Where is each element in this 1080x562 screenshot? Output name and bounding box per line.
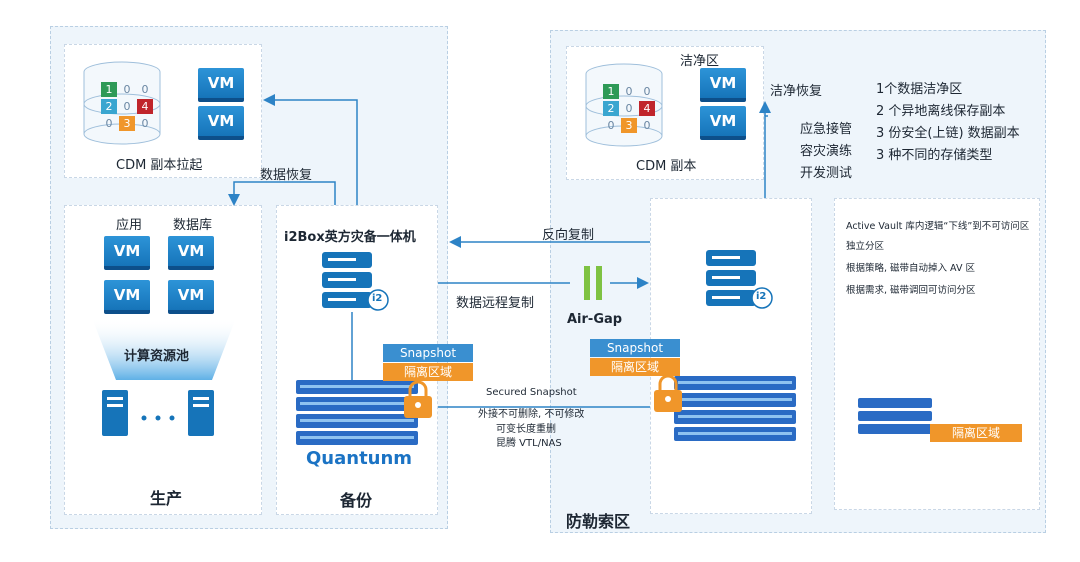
isolation-tag-backup: 隔离区域 bbox=[383, 363, 473, 381]
snapshot-tag-ransomware: Snapshot bbox=[590, 339, 680, 357]
airgap-label: Air-Gap bbox=[567, 312, 623, 327]
i2box-server-icon-right bbox=[706, 250, 773, 309]
arrow-clean-restore bbox=[764, 115, 768, 198]
airgap-left-plate bbox=[584, 266, 590, 300]
i2box-server-icon bbox=[322, 252, 389, 311]
production-title: 生产 bbox=[150, 489, 183, 508]
data-restore-label: 数据恢复 bbox=[260, 168, 313, 183]
cdm-cell: 0 bbox=[607, 119, 615, 132]
backup-title: 备份 bbox=[340, 491, 373, 510]
vm-icon: VM bbox=[104, 236, 150, 270]
compute-funnel bbox=[92, 318, 236, 380]
use-dev-test: 开发测试 bbox=[800, 166, 853, 181]
secured-snapshot-line3: 昆腾 VTL/NAS bbox=[496, 438, 562, 449]
snapshot-tag-backup: Snapshot bbox=[383, 344, 473, 362]
isolation-tag-ransomware: 隔离区域 bbox=[590, 358, 680, 376]
feature-offsite-copies: 2 个异地离线保存副本 bbox=[876, 104, 1006, 119]
tape-library-icon bbox=[858, 398, 932, 434]
arrow-backup-to-cdm bbox=[263, 94, 358, 205]
cdm-cell: 0 bbox=[141, 83, 149, 96]
cdm-cell: 0 bbox=[643, 119, 651, 132]
server-dot-3 bbox=[169, 415, 175, 421]
active-vault-line3: 根据策略, 磁带自动掉入 AV 区 bbox=[846, 263, 975, 274]
cdm-pull-label: CDM 副本拉起 bbox=[116, 158, 203, 173]
feature-storage-types: 3 种不同的存储类型 bbox=[876, 148, 993, 163]
vm-icon: VM bbox=[700, 106, 746, 140]
cdm-cell: 0 bbox=[141, 117, 149, 130]
secured-snapshot-line1: 外接不可删除, 不可修改 bbox=[478, 409, 585, 420]
padlock-icon-ransomware bbox=[654, 374, 682, 412]
secured-snapshot-line2: 可变长度重删 bbox=[496, 424, 556, 435]
reverse-replication-label: 反向复制 bbox=[542, 228, 595, 243]
i2-badge: i2 bbox=[756, 291, 767, 302]
padlock-icon-backup bbox=[404, 380, 432, 418]
air-gapped-storage-rack bbox=[674, 376, 796, 441]
server-tower-right bbox=[188, 390, 214, 436]
cdm-cell: 4 bbox=[639, 101, 655, 116]
cdm-cell: 4 bbox=[137, 99, 153, 114]
cdm-cylinder-left bbox=[83, 61, 161, 145]
cdm-cell: 3 bbox=[621, 118, 637, 133]
server-dot-1 bbox=[141, 415, 147, 421]
quantum-storage-rack bbox=[296, 380, 418, 445]
active-vault-line1: Active Vault 库内逻辑“下线”到不可访问区 bbox=[846, 221, 1030, 232]
server-tower-left bbox=[102, 390, 128, 436]
compute-pool-label: 计算资源池 bbox=[124, 349, 190, 364]
active-vault-line4: 根据需求, 磁带调回可访问分区 bbox=[846, 285, 976, 296]
feature-secure-copies: 3 份安全(上链) 数据副本 bbox=[876, 126, 1020, 141]
isolation-tag-vault: 隔离区域 bbox=[930, 424, 1022, 442]
vm-icon: VM bbox=[198, 106, 244, 140]
feature-clean-zone: 1个数据洁净区 bbox=[876, 82, 963, 97]
i2-badge: i2 bbox=[372, 293, 383, 304]
cdm-grid-left: 1 0 0 2 0 4 0 3 0 bbox=[101, 82, 155, 132]
cdm-grid-right: 1 0 0 2 0 4 0 3 0 bbox=[603, 84, 657, 134]
cdm-cell: 1 bbox=[603, 84, 619, 99]
clean-zone-label: 洁净区 bbox=[680, 54, 720, 69]
vm-icon: VM bbox=[104, 280, 150, 314]
db-label: 数据库 bbox=[173, 218, 213, 233]
airgap-right-plate bbox=[596, 266, 602, 300]
active-vault-panel bbox=[834, 198, 1040, 510]
remote-replication-label: 数据远程复制 bbox=[456, 296, 535, 311]
vm-icon: VM bbox=[198, 68, 244, 102]
quantum-brand: Quantunm bbox=[306, 448, 413, 469]
active-vault-line2: 独立分区 bbox=[846, 241, 885, 252]
app-label: 应用 bbox=[116, 218, 143, 233]
cdm-cell: 3 bbox=[119, 116, 135, 131]
cdm-cell: 0 bbox=[625, 85, 633, 98]
vm-icon: VM bbox=[168, 280, 214, 314]
use-dr-drill: 容灾演练 bbox=[800, 144, 853, 159]
cdm-cell: 0 bbox=[643, 85, 651, 98]
cdm-cell: 0 bbox=[123, 100, 131, 113]
secured-snapshot-title: Secured Snapshot bbox=[486, 387, 577, 398]
cdm-cell: 2 bbox=[603, 101, 619, 116]
vm-icon: VM bbox=[700, 68, 746, 102]
server-dot-2 bbox=[155, 415, 161, 421]
cdm-cell: 0 bbox=[123, 83, 131, 96]
cdm-cell: 2 bbox=[101, 99, 117, 114]
use-emergency-takeover: 应急接管 bbox=[800, 122, 853, 137]
vm-icon: VM bbox=[168, 236, 214, 270]
ransomware-zone-title: 防勒索区 bbox=[566, 512, 631, 531]
i2box-appliance-label: i2Box英方灾备一体机 bbox=[284, 230, 416, 245]
cdm-cell: 0 bbox=[625, 102, 633, 115]
arrow-data-restore bbox=[228, 181, 336, 206]
cdm-copy-label: CDM 副本 bbox=[636, 159, 697, 174]
cdm-cell: 1 bbox=[101, 82, 117, 97]
cdm-cell: 0 bbox=[105, 117, 113, 130]
clean-restore-label: 洁净恢复 bbox=[770, 84, 823, 99]
